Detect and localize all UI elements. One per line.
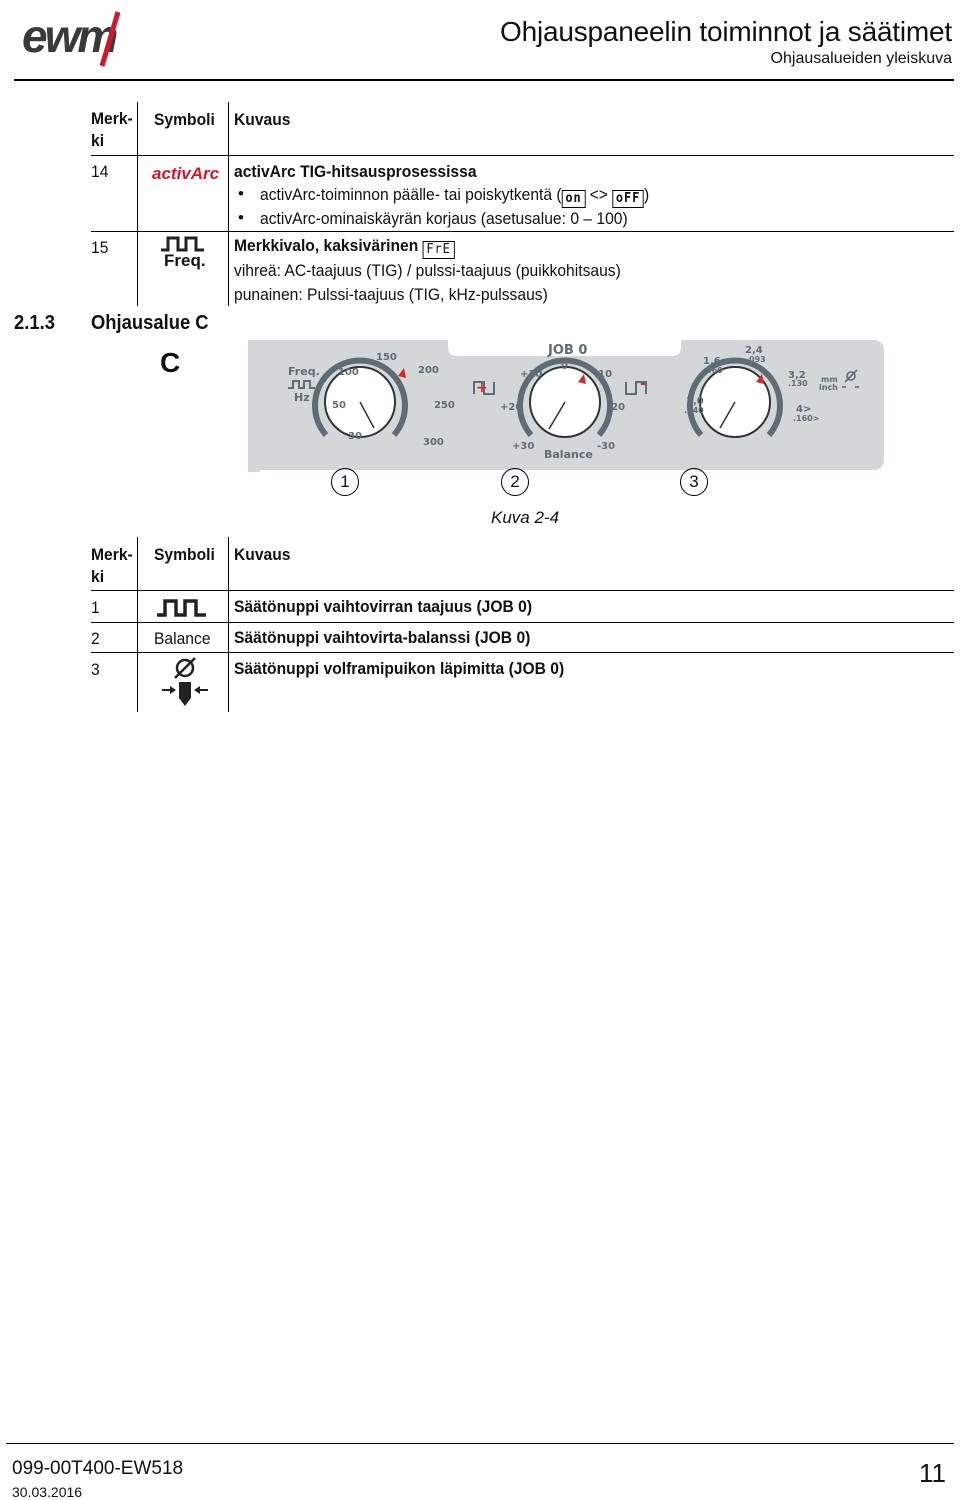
frequency-knob[interactable] <box>312 357 408 438</box>
row-description: Säätönuppi vaihtovirran taajuus (JOB 0) <box>234 597 533 616</box>
freq-label: Freq. <box>288 365 320 378</box>
minus-sign: - <box>640 376 646 392</box>
column-divider <box>137 102 138 306</box>
row-sign: 1 <box>91 598 100 617</box>
tick-label: .160> <box>793 414 819 423</box>
row-divider <box>91 590 954 591</box>
tick-label: 1,0 <box>686 396 704 407</box>
header-divider <box>14 79 954 81</box>
tick-label: 4> <box>796 404 811 415</box>
page-header-title: Ohjauspaneelin toiminnot ja säätimet <box>500 16 952 47</box>
tick-label: 300 <box>423 437 444 448</box>
tick-label: .040 <box>684 406 704 415</box>
list-item: activArc-toiminnon päälle- tai poiskytke… <box>260 185 650 208</box>
display-off-icon: oFF <box>612 190 644 208</box>
tick-label: +10 <box>520 369 542 380</box>
footer-divider <box>6 1443 954 1444</box>
display-on-icon: on <box>561 190 586 208</box>
tick-label: .093 <box>746 355 766 364</box>
bullet: • <box>238 208 244 227</box>
ewm-logo: ewm <box>22 10 121 67</box>
row-divider <box>91 622 954 623</box>
column-header-sign: Merk-ki <box>91 109 133 150</box>
figure-caption: Kuva 2-4 <box>491 508 560 527</box>
callout-2: 2 <box>501 468 529 496</box>
tick-label: 3,2 <box>788 370 806 381</box>
tick-label: .130 <box>788 379 808 388</box>
pulse-wave-icon <box>288 380 315 389</box>
list-item: activArc-ominaiskäyrän korjaus (asetusal… <box>260 209 628 228</box>
tungsten-diameter-knob[interactable] <box>687 357 783 438</box>
balance-symbol-label: Balance <box>154 629 211 648</box>
column-header-description: Kuvaus <box>234 110 291 129</box>
row-title: activArc TIG-hitsausprosessissa <box>234 162 477 181</box>
column-header-sign: Merk-ki <box>91 545 133 586</box>
row-divider <box>91 652 954 653</box>
column-divider <box>228 537 229 712</box>
hz-label: Hz <box>294 391 310 404</box>
section-title: Ohjausalue C <box>91 312 209 334</box>
tick-label: 0 <box>561 361 568 372</box>
tick-label: 150 <box>376 352 397 363</box>
electrode-diameter-icon <box>162 657 208 706</box>
tick-label: 100 <box>338 367 359 378</box>
pulse-wave-icon <box>161 236 204 252</box>
row-description: Säätönuppi volframipuikon läpimitta (JOB… <box>234 659 565 678</box>
tick-label: 2,4 <box>745 345 763 356</box>
row-divider <box>91 155 954 156</box>
freq-symbol-label: Freq. <box>164 251 206 270</box>
pulse-wave-icon <box>157 599 206 617</box>
column-header-symbol: Symboli <box>154 110 215 129</box>
description-line: punainen: Pulssi-taajuus (TIG, kHz-pulss… <box>234 285 548 304</box>
column-divider <box>228 102 229 306</box>
svg-text:ewm: ewm <box>22 10 116 62</box>
row-description: Säätönuppi vaihtovirta-balanssi (JOB 0) <box>234 628 531 647</box>
column-divider <box>137 537 138 712</box>
tick-label: 250 <box>434 400 455 411</box>
document-date: 30.03.2016 <box>12 1484 83 1500</box>
tick-label: +30 <box>512 441 534 452</box>
row-divider <box>91 231 954 232</box>
description-line: vihreä: AC-taajuus (TIG) / pulssi-taajuu… <box>234 261 621 280</box>
callout-3: 3 <box>680 468 708 496</box>
tick-label: +20 <box>500 402 522 413</box>
row-sign: 2 <box>91 629 100 648</box>
tick-label: 200 <box>418 365 439 376</box>
balance-knob[interactable] <box>517 357 613 438</box>
job-label: JOB 0 <box>547 343 587 358</box>
row-sign: 3 <box>91 660 100 679</box>
display-fre-icon: FrE <box>422 241 455 259</box>
page-header-subtitle: Ohjausalueiden yleiskuva <box>770 50 952 67</box>
tick-label: -30 <box>597 441 615 452</box>
column-header-symbol: Symboli <box>154 545 215 564</box>
column-header-description: Kuvaus <box>234 545 291 564</box>
section-letter: C <box>160 347 181 378</box>
activarc-icon: activArc <box>152 164 220 183</box>
unit-label: mm <box>821 375 838 384</box>
control-panel-illustration: Freq. Hz 30 50 100 150 200 250 300 JOB 0… <box>248 340 884 472</box>
plus-sign: + <box>476 380 488 396</box>
tick-label: 1,6 <box>703 356 721 367</box>
diameter-icon <box>842 369 859 388</box>
row-sign: 15 <box>91 238 109 257</box>
tick-label: .060 <box>703 366 723 375</box>
bullet: • <box>238 184 244 203</box>
page-number: 11 <box>919 1458 946 1488</box>
tick-label: 30 <box>348 431 362 442</box>
tick-label: 50 <box>332 400 346 411</box>
section-number: 2.1.3 <box>14 312 55 334</box>
document-number: 099-00T400-EW518 <box>12 1458 184 1479</box>
tick-label: -10 <box>594 369 612 380</box>
row-sign: 14 <box>91 162 109 181</box>
row-title: Merkkivalo, kaksivärinen FrE <box>234 236 455 259</box>
unit-label: inch <box>819 383 838 392</box>
tick-label: -20 <box>607 402 625 413</box>
callout-1: 1 <box>331 468 359 496</box>
balance-label: Balance <box>544 448 593 461</box>
